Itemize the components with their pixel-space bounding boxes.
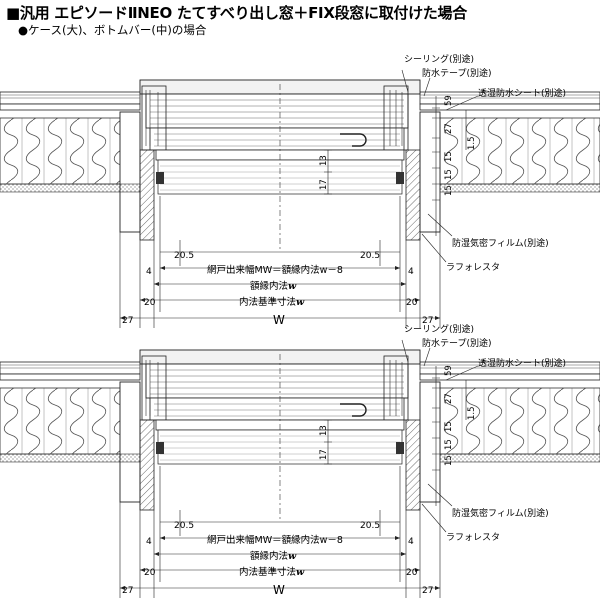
- dim-inner-frame: 額縁内法w: [250, 280, 297, 292]
- dim-20-left: 20: [144, 568, 156, 578]
- dim-inner-frame-w: w: [288, 551, 297, 562]
- callout-moisture-sheet: 透湿防水シート(別途): [478, 87, 566, 99]
- callout-lath: ラフォレスタ: [446, 532, 500, 543]
- dim-4-right: 4: [408, 267, 414, 277]
- dim-1-5: 1.5: [467, 406, 477, 420]
- dim-inner-std-w: w: [296, 297, 305, 308]
- dim-inner-frame-label: 額縁内法: [250, 280, 288, 292]
- dim-15-c: 15: [444, 185, 454, 196]
- dim-screen-width: 網戸出来幅MW＝額縁内法w－8: [207, 264, 343, 276]
- dim-13: 13: [319, 155, 329, 166]
- dim-20-right: 20: [406, 298, 418, 308]
- section-drawing-top: シーリング(別途) 防水テープ(別途) 透湿防水シート(別途) 防湿気密フィルム…: [0, 53, 600, 329]
- dim-20-5-right: 20.5: [360, 521, 380, 531]
- dim-inner-std-label: 内法基準寸法: [239, 566, 296, 578]
- dim-inner-std-label: 内法基準寸法: [239, 296, 296, 308]
- callout-sealing: シーリング(別途): [404, 53, 474, 65]
- dim-4-right: 4: [408, 537, 414, 547]
- dim-inner-frame: 額縁内法w: [250, 550, 297, 562]
- dim-W: W: [273, 583, 285, 597]
- dim-15-b: 15: [444, 439, 454, 450]
- dim-20-right: 20: [406, 568, 418, 578]
- dim-1-5: 1.5: [467, 136, 477, 150]
- dim-20-5-left: 20.5: [174, 251, 194, 261]
- page-subtitle: ●ケース(大)、ボトムバー(中)の場合: [18, 23, 207, 37]
- dim-20-5-left: 20.5: [174, 521, 194, 531]
- dim-27-left: 27: [122, 586, 133, 596]
- dim-15-a: 15: [444, 421, 454, 432]
- callout-sealing: シーリング(別途): [404, 323, 474, 335]
- dim-27-vertical: 27: [444, 123, 454, 134]
- callout-moisture-sheet: 透湿防水シート(別途): [478, 357, 566, 369]
- dim-27-left: 27: [122, 316, 133, 326]
- dim-59: 59: [444, 365, 454, 376]
- dim-inner-std-w: w: [296, 567, 305, 578]
- dim-20-5-right: 20.5: [360, 251, 380, 261]
- dim-15-b: 15: [444, 169, 454, 180]
- dim-27-right: 27: [422, 316, 433, 326]
- dim-15-a: 15: [444, 151, 454, 162]
- dim-13: 13: [319, 425, 329, 436]
- dim-W: W: [273, 313, 285, 327]
- dim-27-vertical: 27: [444, 393, 454, 404]
- dim-27-right: 27: [422, 586, 433, 596]
- dim-inner-std: 内法基準寸法w: [239, 296, 305, 308]
- callout-airtight-film: 防湿気密フィルム(別途): [452, 507, 549, 519]
- dim-15-c: 15: [444, 455, 454, 466]
- dim-20-left: 20: [144, 298, 156, 308]
- dim-inner-std: 内法基準寸法w: [239, 566, 305, 578]
- dim-screen-width: 網戸出来幅MW＝額縁内法w－8: [207, 534, 343, 546]
- callout-airtight-film: 防湿気密フィルム(別途): [452, 237, 549, 249]
- dim-17: 17: [319, 179, 329, 190]
- dim-17: 17: [319, 449, 329, 460]
- section-drawing-bottom: シーリング(別途) 防水テープ(別途) 透湿防水シート(別途) 防湿気密フィルム…: [0, 323, 600, 599]
- dim-59: 59: [444, 95, 454, 106]
- dim-4-left: 4: [146, 267, 152, 277]
- dim-4-left: 4: [146, 537, 152, 547]
- page-title: ■汎用 エピソードⅡNEO たてすべり出し窓＋FIX段窓に取付けた場合: [6, 4, 467, 22]
- dim-inner-frame-label: 額縁内法: [250, 550, 288, 562]
- callout-waterproof-tape: 防水テープ(別途): [422, 337, 491, 349]
- callout-waterproof-tape: 防水テープ(別途): [422, 67, 491, 79]
- callout-lath: ラフォレスタ: [446, 262, 500, 273]
- dim-inner-frame-w: w: [288, 281, 297, 292]
